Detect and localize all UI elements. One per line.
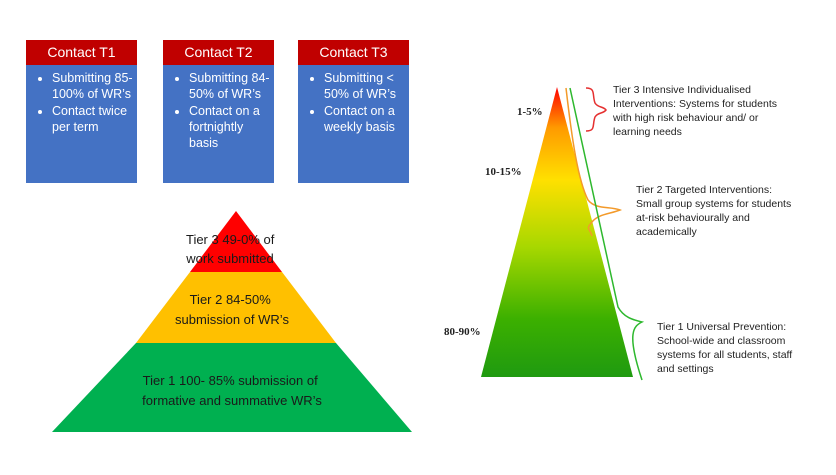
tier-1-label: formative and summative WR’s xyxy=(142,393,322,408)
contact-card-title: Contact T3 xyxy=(298,40,409,65)
tier-3-description: learning needs xyxy=(613,126,682,138)
rti-gradient-triangle xyxy=(481,87,633,377)
svg-text:Tier 3 Intensive Individualise: Tier 3 Intensive Individualised Interven… xyxy=(612,84,780,138)
tier-1-description: Tier 1 Universal Prevention: xyxy=(657,321,786,333)
tier-3-description: Tier 3 Intensive Individualised xyxy=(613,84,751,96)
svg-text:Tier 1 100- 85% submission of: Tier 1 100- 85% submission of formative … xyxy=(142,373,322,408)
contact-card-item: Submitting 84-50% of WR’s xyxy=(189,70,270,102)
svg-text:Tier 1 Universal Prevention:: Tier 1 Universal Prevention: School-wide… xyxy=(657,321,795,375)
tier-3-description: Interventions: Systems for students xyxy=(613,98,777,110)
tier-1-label: Tier 1 100- 85% submission of xyxy=(143,373,318,388)
tier-2-description: at-risk behaviourally and xyxy=(636,212,750,224)
contact-card-item: Contact on a fortnightly basis xyxy=(189,103,270,151)
contact-card-item: Contact on a weekly basis xyxy=(324,103,405,135)
contact-card-t2: Contact T2 Submitting 84-50% of WR’s Con… xyxy=(163,40,274,183)
tier-3-bracket xyxy=(585,87,607,132)
contact-card-body: Submitting 84-50% of WR’s Contact on a f… xyxy=(163,65,274,183)
tier-3-band xyxy=(190,211,282,272)
percentage-tier-2: 10-15% xyxy=(485,166,522,178)
contact-card-t1: Contact T1 Submitting 85-100% of WR’s Co… xyxy=(26,40,137,183)
contact-card-item: Submitting 85-100% of WR’s xyxy=(52,70,133,102)
tier-1-description: and settings xyxy=(657,363,714,375)
svg-text:Tier 3 49-0% of work sub: Tier 3 49-0% of work submitted xyxy=(185,232,278,266)
tier-3-label: work submitted xyxy=(185,251,273,266)
tier-1-description: School-wide and classroom xyxy=(657,335,786,347)
tier-1-bracket xyxy=(569,87,645,381)
tier-pyramid: Tier 3 49-0% of work submitted Tier 2 84… xyxy=(52,211,412,432)
contact-card-title: Contact T1 xyxy=(26,40,137,65)
contact-card-title: Contact T2 xyxy=(163,40,274,65)
tier-2-description: academically xyxy=(636,226,697,238)
contact-card-body: Submitting < 50% of WR’s Contact on a we… xyxy=(298,65,409,183)
percentage-tier-3: 1-5% xyxy=(517,106,543,118)
percentage-tier-1: 80-90% xyxy=(444,326,481,338)
contact-card-item: Contact twice per term xyxy=(52,103,133,135)
tier-2-label: Tier 2 84-50% xyxy=(190,292,272,307)
contact-card-item: Submitting < 50% of WR’s xyxy=(324,70,405,102)
rti-pyramid: 1-5% 10-15% 80-90% Tier 3 Intensive Indi… xyxy=(444,84,795,381)
contact-card-body: Submitting 85-100% of WR’s Contact twice… xyxy=(26,65,137,183)
svg-text:Tier 2 84-50% submission: Tier 2 84-50% submission of WR’s xyxy=(175,292,289,327)
tier-2-label: submission of WR’s xyxy=(175,312,289,327)
tier-1-band xyxy=(52,343,412,432)
tier-2-band xyxy=(136,272,336,343)
tier-2-description: Tier 2 Targeted Interventions: xyxy=(636,184,772,196)
svg-text:Tier 2 Targeted Interventions:: Tier 2 Targeted Interventions: Small gro… xyxy=(636,184,794,238)
tier-1-description: systems for all students, staff xyxy=(657,349,792,361)
tier-3-label: Tier 3 49-0% of xyxy=(186,232,275,247)
tier-3-description: with high risk behaviour and/ or xyxy=(612,112,759,124)
tier-2-description: Small group systems for students xyxy=(636,198,791,210)
tier-2-bracket xyxy=(565,87,623,237)
contact-card-t3: Contact T3 Submitting < 50% of WR’s Cont… xyxy=(298,40,409,183)
